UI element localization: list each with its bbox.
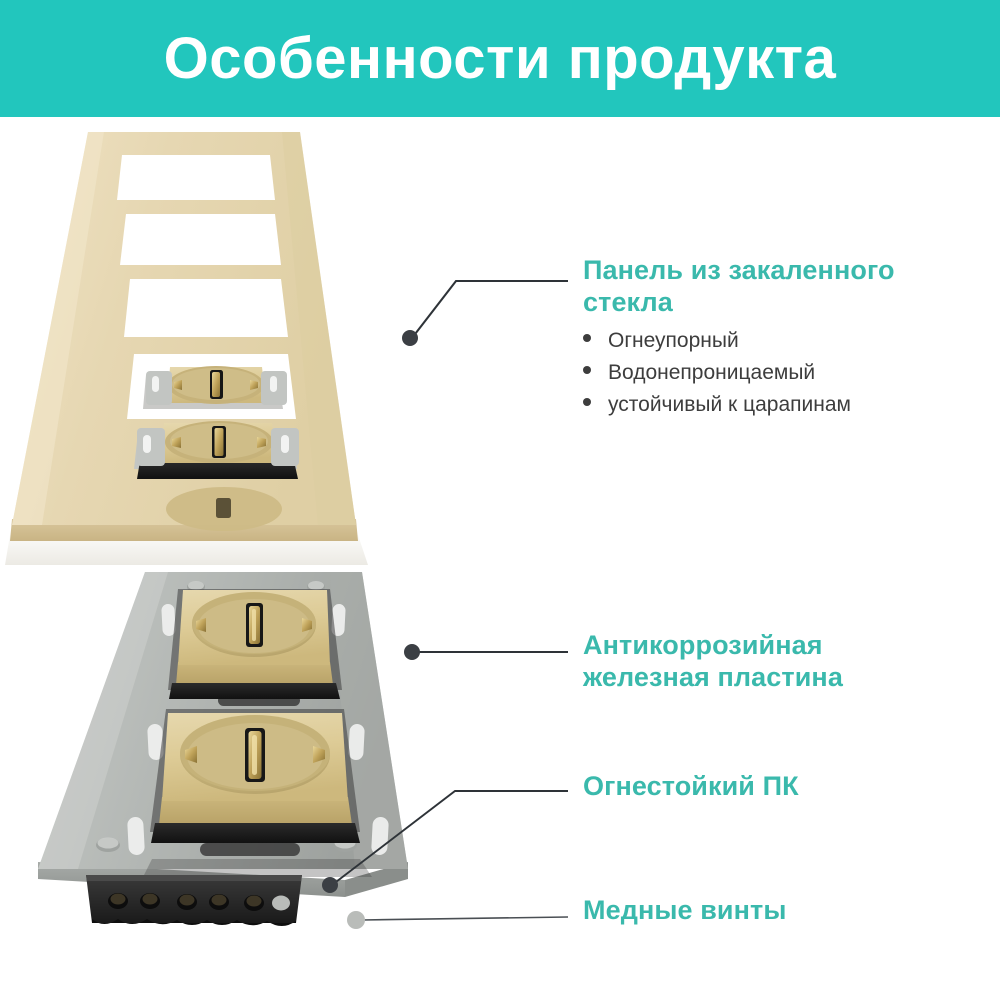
bullet-label: Водонепроницаемый (608, 360, 816, 384)
callout-iron-plate-title: Антикоррозийная железная пластина (583, 630, 963, 694)
callout-fireproof-pc: Огнестойкий ПК (583, 771, 799, 803)
socket-module-lower-lower (151, 713, 360, 843)
socket-module-lower-upper (169, 590, 340, 699)
bullet-dot-icon (583, 365, 591, 374)
callout-glass-panel-title: Панель из закаленного стекла (583, 255, 963, 319)
callout-copper-screws: Медные винты (583, 895, 787, 927)
callout-copper-screws-title: Медные винты (583, 895, 787, 925)
list-item: Огнеупорный (583, 325, 963, 357)
callout-glass-panel-bullets: Огнеупорный Водонепроницаемый устойчивый… (583, 325, 963, 421)
header-banner: Особенности продукта (0, 0, 1000, 117)
socket-module-upper-3 (166, 487, 282, 531)
socket-module-upper-1 (143, 366, 287, 409)
tempered-glass-panel (5, 132, 368, 565)
bullet-dot-icon (583, 333, 591, 342)
callout-iron-plate-title-line1: Антикоррозийная (583, 630, 823, 660)
product-exploded-illustration (0, 117, 560, 1000)
callout-glass-panel-title-line2: стекла (583, 286, 673, 317)
callout-iron-plate-title-line2: железная пластина (583, 661, 843, 692)
callout-glass-panel: Панель из закаленного стекла Огнеупорный… (583, 255, 963, 420)
bullet-label: Огнеупорный (608, 328, 739, 352)
list-item: устойчивый к царапинам (583, 389, 963, 421)
page-title: Особенности продукта (163, 25, 837, 91)
bullet-label: устойчивый к царапинам (608, 392, 851, 416)
socket-module-upper-2 (134, 421, 299, 479)
callout-fireproof-pc-title: Огнестойкий ПК (583, 771, 799, 801)
terminal-block-copper-screws (86, 875, 302, 926)
bullet-dot-icon (583, 397, 591, 406)
list-item: Водонепроницаемый (583, 357, 963, 389)
callout-iron-plate: Антикоррозийная железная пластина (583, 630, 963, 694)
callout-glass-panel-title-line1: Панель из закаленного (583, 255, 895, 285)
